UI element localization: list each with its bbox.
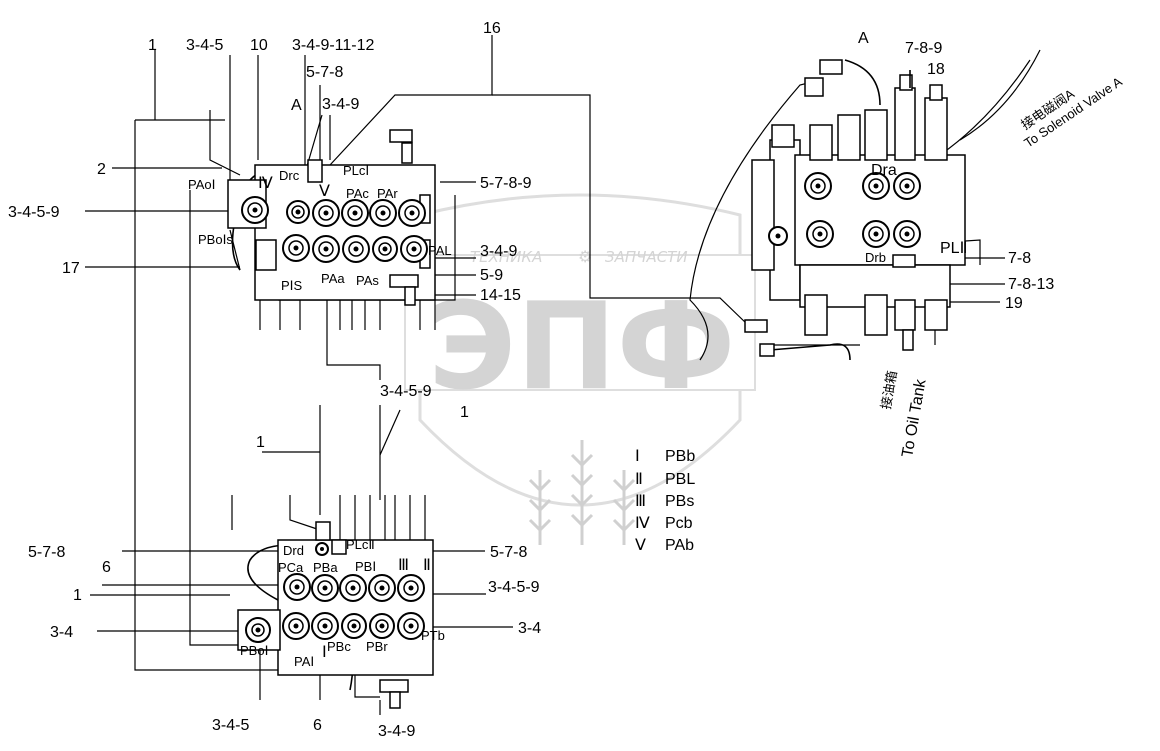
wheat-logo-icon <box>528 440 636 545</box>
legend-port-4: Pcb <box>665 515 693 532</box>
legend-roman-3: Ⅲ <box>635 493 646 510</box>
port-label-Drc: Drc <box>279 168 300 183</box>
legend-roman-5: Ⅴ <box>635 537 646 554</box>
port-label-PAI: PAⅠ <box>294 654 314 669</box>
callout-3-4-5-top: 3-4-5 <box>186 37 223 54</box>
port-label-PLII: PLⅡ <box>940 240 967 257</box>
port-label-III: Ⅲ <box>398 557 409 574</box>
callout-3-4-9-a: 3-4-9 <box>322 96 359 113</box>
legend-port-5: PAb <box>665 537 694 554</box>
port-label-PBc: PBc <box>327 639 351 654</box>
callout-3-4-right: 3-4 <box>518 620 541 637</box>
callout-A-left: A <box>291 97 302 114</box>
top-ports-row-2 <box>282 234 428 263</box>
callout-10: 10 <box>250 37 268 54</box>
port-label-Drb: Drb <box>865 250 886 265</box>
port-label-PBoI: PBoⅠ <box>240 643 268 658</box>
solenoid-note: 接电磁阀A To Solenoid Valve A <box>1018 74 1125 151</box>
legend-port-3: PBs <box>665 493 694 510</box>
port-label-PAs: PAs <box>356 273 379 288</box>
top-port-labels: PAoⅠ Ⅳ Drc PLcⅠ Ⅴ PAc PAr PBoⅠs PAL PⅠS … <box>188 163 452 293</box>
port-label-PBoIs: PBoⅠs <box>198 232 233 247</box>
callout-5-7-8-top: 5-7-8 <box>306 64 343 81</box>
callout-6-left: 6 <box>102 559 111 576</box>
callout-3-4-9-bottom: 3-4-9 <box>378 723 415 740</box>
gear-icon: ⚙ <box>578 247 592 266</box>
port-label-I: Ⅰ <box>322 644 327 661</box>
port-label-II: Ⅱ <box>423 557 431 574</box>
callout-5-7-8-left: 5-7-8 <box>28 544 65 561</box>
port-label-PAr: PAr <box>377 186 398 201</box>
right-port-labels: Dra Drb PLⅡ <box>865 162 967 265</box>
port-label-V: Ⅴ <box>319 183 330 200</box>
legend-roman-4: Ⅳ <box>635 515 650 532</box>
callout-1-bottom-left: 1 <box>73 587 82 604</box>
callout-7-8-9: 7-8-9 <box>905 40 942 57</box>
port-label-PCa: PCa <box>278 560 304 575</box>
port-label-PBr: PBr <box>366 639 388 654</box>
top-ports-row-1 <box>241 196 426 227</box>
callout-3-4-5-9-left: 3-4-5-9 <box>8 204 60 221</box>
callout-3-4-9-11-12: 3-4-9-11-12 <box>292 37 375 54</box>
callout-7-8-13: 7-8-13 <box>1008 276 1054 293</box>
callout-16: 16 <box>483 20 501 37</box>
callout-3-4-left: 3-4 <box>50 624 73 641</box>
tank-note-cn: 接油箱 <box>878 369 900 410</box>
tank-note-en: To Oil Tank <box>899 377 930 459</box>
callout-1-left: 1 <box>256 434 265 451</box>
bottom-ports-row-1 <box>283 573 425 602</box>
callout-3-4-5-9-right: 3-4-5-9 <box>488 579 540 596</box>
callout-5-7-8-9: 5-7-8-9 <box>480 175 532 192</box>
callout-5-9: 5-9 <box>480 267 503 284</box>
port-label-PAc: PAc <box>346 186 369 201</box>
port-label-Dra: Dra <box>871 162 897 179</box>
watermark: ТЕХНИКА ⚙ ЗАПЧАСТИ ЭПФ <box>404 193 756 545</box>
port-label-PTb: PTb <box>421 628 445 643</box>
connection-lines <box>134 35 1041 715</box>
port-label-PAoI: PAoⅠ <box>188 177 215 192</box>
callout-3-4-5-bottom: 3-4-5 <box>212 717 249 734</box>
port-label-PAa: PAa <box>321 271 345 286</box>
callout-1-mid: 1 <box>460 404 469 421</box>
right-multiway-valve <box>744 59 966 361</box>
callout-2: 2 <box>97 161 106 178</box>
callout-7-8: 7-8 <box>1008 250 1031 267</box>
callout-3-4-9-b: 3-4-9 <box>480 243 517 260</box>
bottom-valve-block <box>237 521 434 709</box>
legend: Ⅰ PBb Ⅱ PBL Ⅲ PBs Ⅳ Pcb Ⅴ PAb <box>635 448 695 554</box>
callout-19: 19 <box>1005 295 1023 312</box>
callout-18: 18 <box>927 61 945 78</box>
tank-note: 接油箱 To Oil Tank <box>878 369 930 458</box>
bottom-ports-row-2 <box>282 612 425 640</box>
port-label-PAL: PAL <box>428 243 452 258</box>
callout-1-top: 1 <box>148 37 157 54</box>
legend-port-2: PBL <box>665 471 695 488</box>
legend-port-1: PBb <box>665 448 695 465</box>
port-label-PBI: PBⅠ <box>355 559 376 574</box>
watermark-main-text: ЭПФ <box>428 278 736 417</box>
bottom-port-labels: Drd PLcⅡ PCa PBa PBⅠ Ⅲ Ⅱ PBoⅠ PAⅠ Ⅰ PBc … <box>240 537 445 669</box>
callout-labels: 1 3-4-5 10 3-4-9-11-12 16 5-7-8 A 3-4-9 … <box>8 20 1054 740</box>
callout-3-4-5-9-mid: 3-4-5-9 <box>380 383 432 400</box>
legend-roman-1: Ⅰ <box>635 448 640 465</box>
callout-6-bottom: 6 <box>313 717 322 734</box>
callout-14-15: 14-15 <box>480 287 521 304</box>
callout-17: 17 <box>62 260 80 277</box>
port-label-PIS: PⅠS <box>281 278 303 293</box>
top-valve-block <box>227 129 436 306</box>
port-label-PBa: PBa <box>313 560 338 575</box>
port-label-PLcII: PLcⅡ <box>346 537 375 552</box>
watermark-right-text: ЗАПЧАСТИ <box>605 248 688 266</box>
port-label-Drd: Drd <box>283 543 304 558</box>
callout-5-7-8-right: 5-7-8 <box>490 544 527 561</box>
port-label-IV: Ⅳ <box>258 175 273 192</box>
watermark-left-text: ТЕХНИКА <box>470 248 542 266</box>
port-label-PLcI: PLcⅠ <box>343 163 369 178</box>
legend-roman-2: Ⅱ <box>635 471 643 488</box>
callout-A-right: A <box>858 30 869 47</box>
